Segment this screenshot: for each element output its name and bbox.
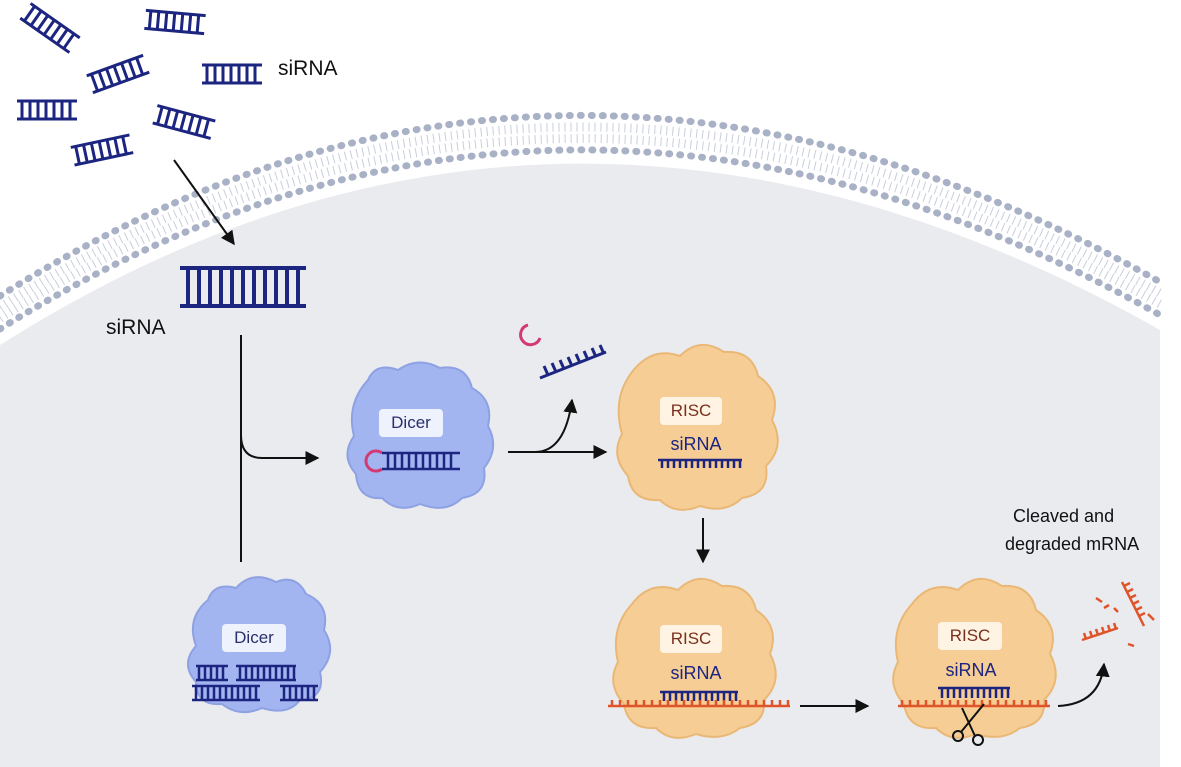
sirna-inside-label: siRNA: [106, 316, 166, 339]
risc-top-blob: [616, 344, 779, 511]
cleaved-label-line1: Cleaved and: [1013, 506, 1115, 526]
released-strand: [539, 344, 607, 380]
merge-bracket: [240, 335, 320, 562]
scissors-icon: [952, 703, 985, 746]
entry-arrow: [173, 159, 235, 246]
cleaved-label-line2: degraded mRNA: [1005, 534, 1140, 554]
dicer-middle-label: Dicer: [379, 409, 443, 437]
risc-top-sirna-label: siRNA: [670, 434, 722, 454]
released-loop: [519, 323, 542, 347]
risc-middle-label: RISC: [660, 625, 722, 653]
risc-middle-blob: [608, 578, 790, 739]
extracellular-sirna: [17, 2, 262, 167]
dicer-bottom-label: Dicer: [222, 624, 286, 652]
sirna-outside-label: siRNA: [278, 57, 338, 80]
degrade-arrow: [1057, 662, 1110, 707]
risc-right-blob: [892, 578, 1057, 746]
intracellular-sirna: [180, 266, 306, 308]
degraded-mrna-fragments: [1081, 581, 1155, 648]
cell-membrane: [0, 112, 1164, 333]
hairpin-loop: [364, 449, 383, 473]
mrna-right: [898, 700, 1050, 708]
risc-right-sirna-label: siRNA: [945, 660, 997, 680]
risc-middle-sirna-label: siRNA: [670, 663, 722, 683]
mrna-middle: [608, 700, 790, 708]
risc-right-label: RISC: [938, 622, 1002, 650]
risc-top-label: RISC: [660, 397, 722, 425]
